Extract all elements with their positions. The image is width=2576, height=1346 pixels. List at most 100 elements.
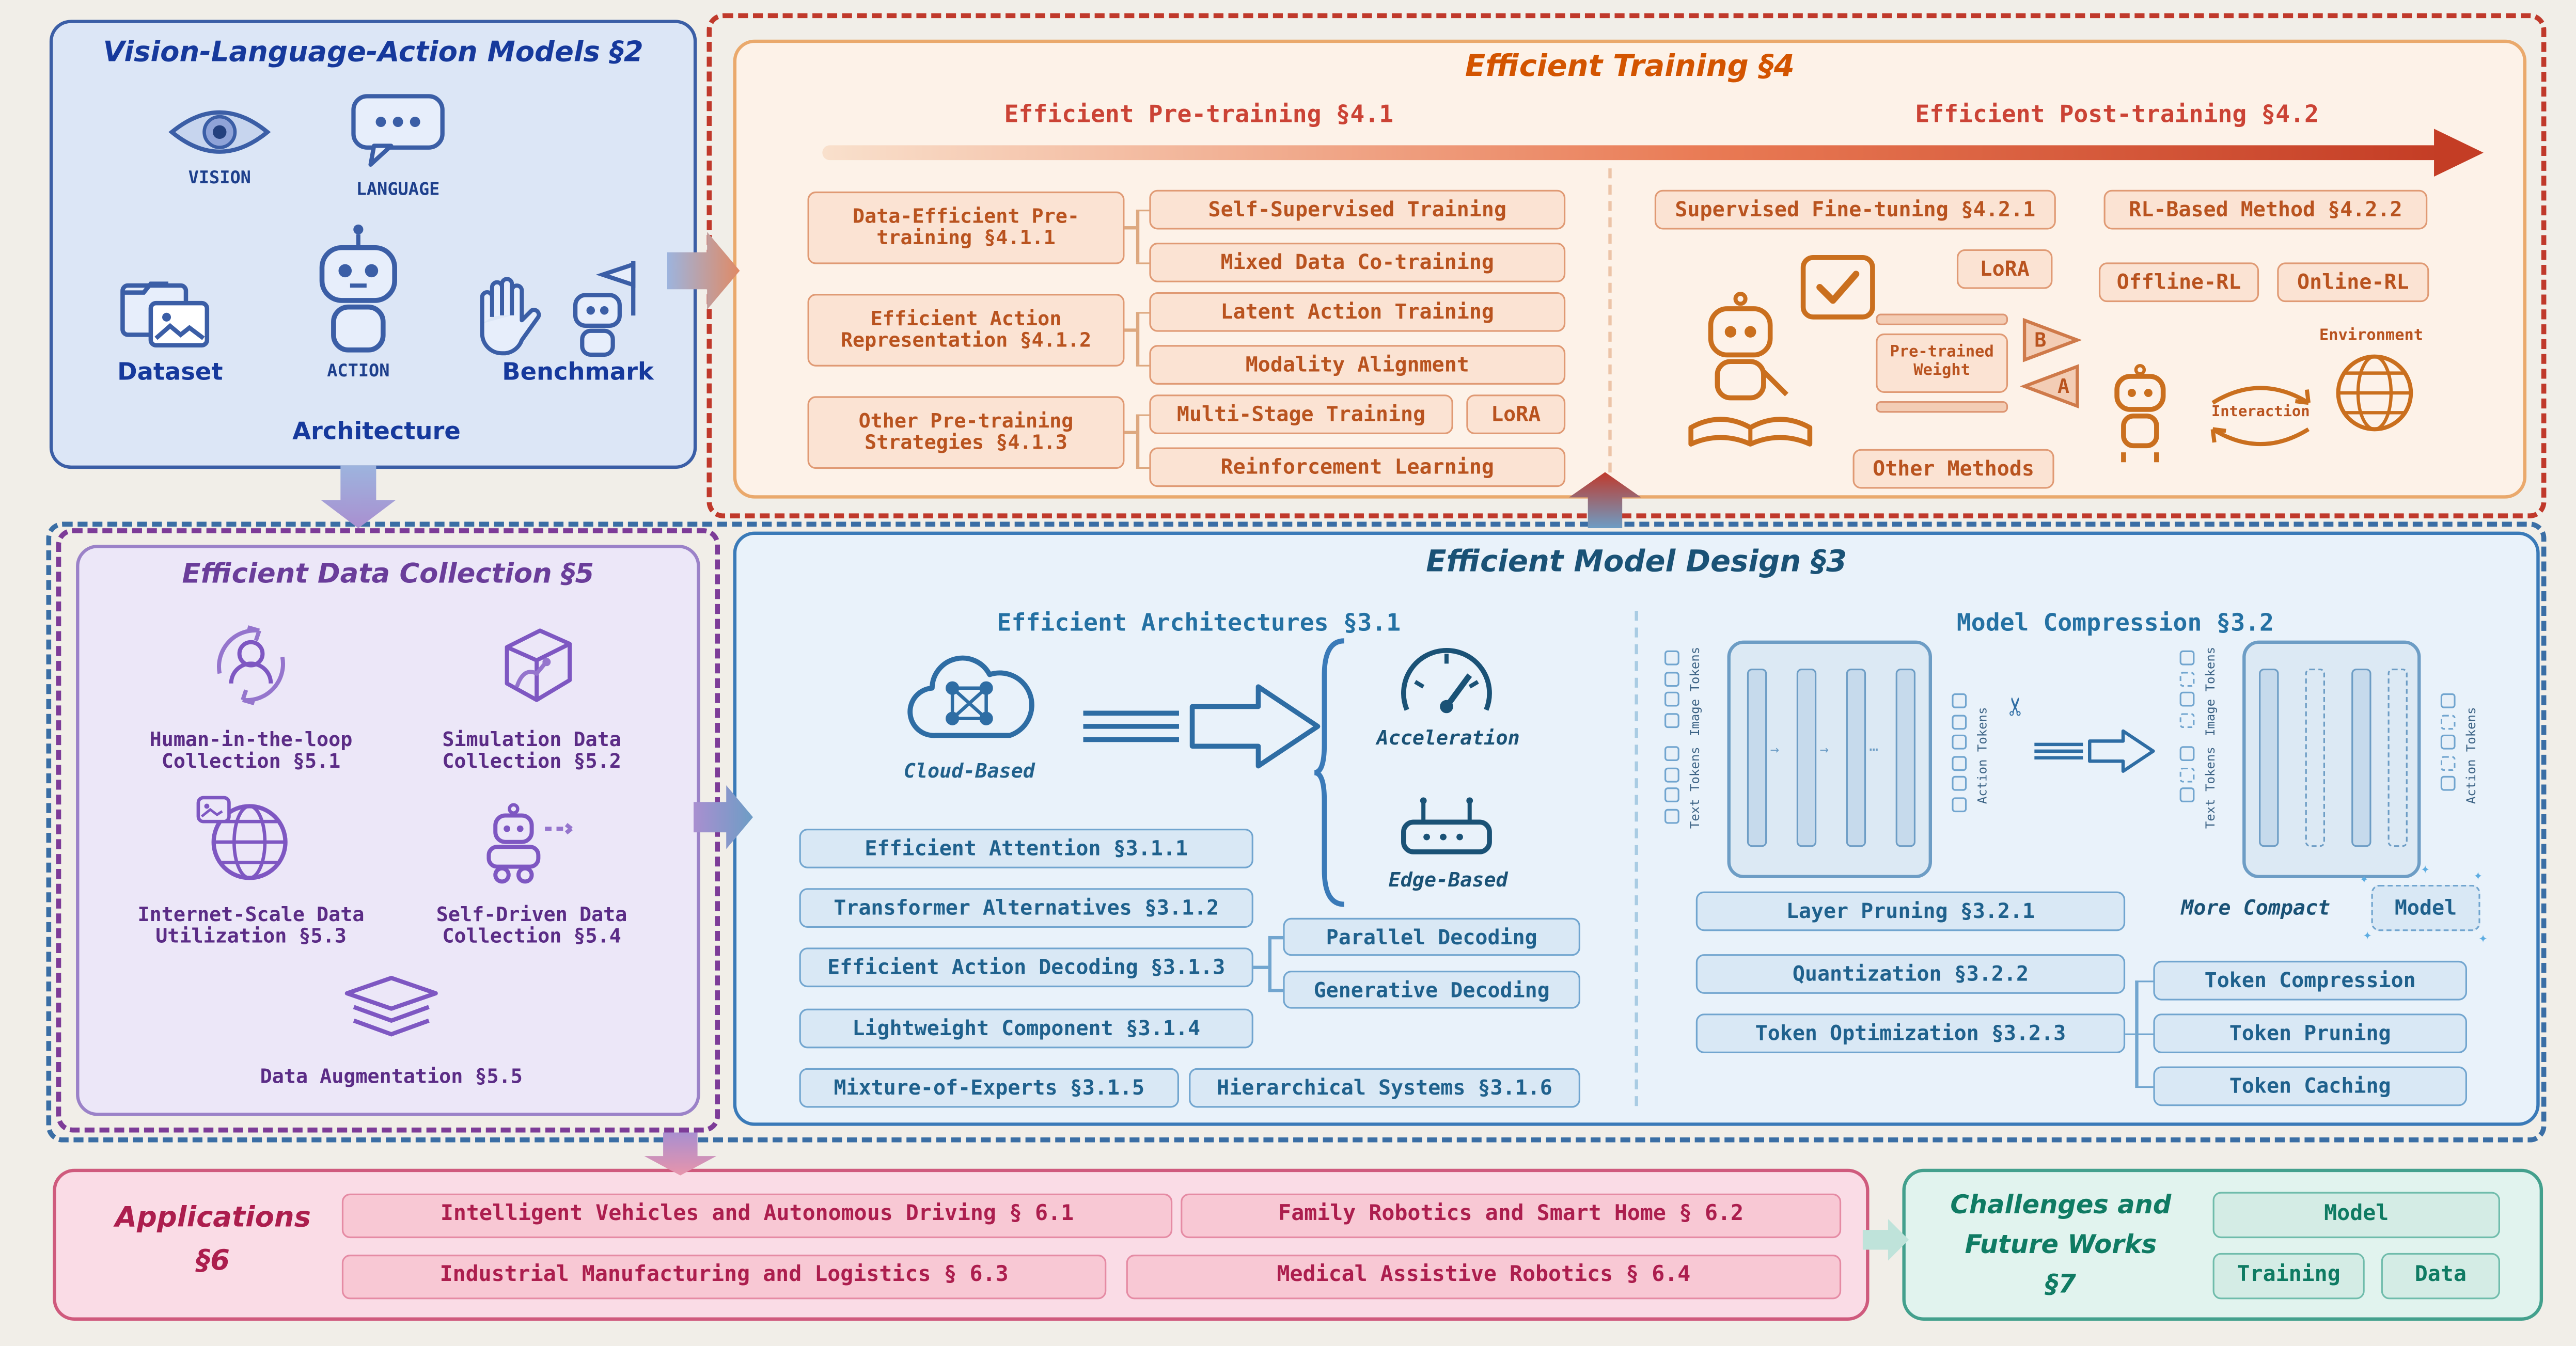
internet-globe-icon (196, 796, 288, 880)
training-panel: Efficient Training §4 Efficient Pre-trai… (733, 39, 2527, 505)
item-mixed-data-cotraining: Mixed Data Co-training (1149, 243, 1566, 282)
simulation-icon (505, 628, 572, 702)
vision-label: VISION (188, 168, 251, 188)
cloud-icon (907, 655, 1034, 738)
language-label: LANGUAGE (356, 180, 440, 200)
item-other-methods: Other Methods (1852, 449, 2054, 489)
training-divider (1608, 168, 1612, 505)
model-design-divider (1635, 611, 1638, 1106)
vla-title: Vision-Language-Action Models §2 (103, 36, 643, 70)
group-other-pretraining-strategies: Other Pre-training Strategies §4.1.3 (807, 396, 1125, 469)
label-data-augmentation: Data Augmentation §5.5 (260, 1065, 523, 1089)
connector (1124, 328, 1138, 331)
vla-panel: Vision-Language-Action Models §2 VISION … (49, 20, 697, 469)
item-medical-assistive: Medical Assistive Robotics § 6.4 (1126, 1255, 1842, 1300)
item-mixture-of-experts: Mixture-of-Experts §3.1.5 (799, 1068, 1179, 1108)
speed-arrow-icon (1083, 684, 1321, 769)
acceleration-gauge-icon (1401, 647, 1492, 714)
action-tokens-label: Action Tokens (1975, 707, 1990, 805)
token-square (2179, 787, 2195, 802)
text-tokens-label-compressed: Text Tokens (2203, 746, 2218, 829)
arrow-vla-to-data-collection (321, 465, 396, 529)
cloud-based-label: Cloud-Based (903, 759, 1035, 783)
model-design-title: Efficient Model Design §3 (1426, 545, 1847, 580)
connector (1136, 210, 1139, 263)
training-flow-arrow (822, 145, 2441, 161)
item-hierarchical-systems: Hierarchical Systems §3.1.6 (1189, 1068, 1580, 1108)
token-square-pruned (2179, 712, 2195, 727)
edge-based-label: Edge-Based (1388, 868, 1508, 892)
layer-slat (1895, 668, 1916, 847)
item-rl-based-method: RL-Based Method §4.2.2 (2103, 189, 2428, 230)
compress-arrow-icon (2034, 729, 2155, 773)
item-token-compression: Token Compression (2153, 960, 2467, 1001)
model-design-dashed-outline (46, 521, 2547, 1143)
token-square (2440, 775, 2456, 791)
layer-slat (1747, 668, 1767, 847)
item-challenge-data: Data (2381, 1253, 2500, 1300)
sparkle-icon: ✦ (2478, 931, 2488, 948)
image-tokens-label-compressed: Image Tokens (2203, 647, 2218, 737)
item-generative-decoding: Generative Decoding (1283, 971, 1580, 1009)
item-challenge-model: Model (2212, 1192, 2500, 1239)
transformer-block: → → ⋯ (1727, 640, 1933, 879)
layer-slat (2351, 668, 2371, 847)
compact-model-box: Model (2371, 884, 2480, 931)
token-square (1664, 767, 1679, 782)
connector (1268, 936, 1283, 939)
connector (1136, 414, 1139, 467)
flow-dots: → (1770, 742, 1779, 759)
text-token-squares (1664, 746, 1679, 823)
more-compact-label: More Compact (2181, 895, 2331, 920)
item-token-pruning: Token Pruning (2153, 1014, 2467, 1053)
token-square (2440, 693, 2456, 708)
weight-bar-top (1876, 313, 2008, 325)
edge-router-icon (1401, 797, 1492, 854)
robot-writing-icon (1688, 292, 1813, 447)
item-token-optimization: Token Optimization §3.2.3 (1695, 1014, 2126, 1053)
item-intelligent-vehicles: Intelligent Vehicles and Autonomous Driv… (341, 1193, 1173, 1239)
token-square (1952, 693, 1967, 708)
challenges-panel: Challenges and Future Works §7 Model Tra… (1902, 1168, 2543, 1321)
connector (1136, 311, 1150, 314)
token-square (1664, 671, 1679, 686)
action-label: ACTION (327, 361, 390, 382)
item-online-rl: Online-RL (2277, 262, 2429, 303)
scissors-icon: ✂ (1994, 696, 2035, 717)
item-lora-posttraining: LoRA (1956, 249, 2053, 289)
flow-dots: ⋯ (1869, 742, 1878, 759)
sparkle-icon: ✦ (2421, 862, 2430, 879)
token-square (1664, 712, 1679, 727)
model-design-panel: Efficient Model Design §3 Efficient Arch… (733, 531, 2540, 1126)
benchmark-robot-flag-icon (573, 261, 636, 357)
interaction-cycle-icon (2210, 386, 2311, 446)
token-square (1664, 808, 1679, 823)
data-collection-title: Efficient Data Collection §5 (182, 558, 594, 590)
acceleration-label: Acceleration (1376, 726, 1520, 750)
posttraining-title: Efficient Post-training §4.2 (1915, 102, 2319, 129)
sparkle-icon: ✦ (2473, 868, 2483, 885)
token-square (1952, 755, 1967, 770)
lora-a-label: A (2057, 375, 2069, 398)
image-token-squares-compressed (2179, 650, 2195, 727)
token-square-pruned (2440, 755, 2456, 770)
item-latent-action-training: Latent Action Training (1149, 292, 1566, 332)
item-challenge-training: Training (2212, 1253, 2365, 1300)
challenges-title: Challenges and Future Works §7 (1950, 1190, 2172, 1300)
item-transformer-alternatives: Transformer Alternatives §3.1.2 (799, 888, 1253, 928)
item-offline-rl: Offline-RL (2098, 262, 2259, 303)
architectures-title: Efficient Architectures §3.1 (997, 611, 1401, 638)
lora-adapter-icon: BA (2019, 318, 2082, 409)
training-flow-arrowhead (2434, 129, 2484, 177)
layer-slat-pruned (2305, 668, 2325, 847)
interaction-label: Interaction (2211, 404, 2310, 421)
label-human-in-the-loop: Human-in-the-loop Collection §5.1 (149, 727, 353, 773)
text-token-squares-compressed (2179, 746, 2195, 802)
token-square-pruned (2179, 767, 2195, 782)
training-title: Efficient Training §4 (1465, 49, 1795, 85)
layer-slat (1846, 668, 1866, 847)
token-square (2179, 691, 2195, 707)
speech-bubble-icon (351, 94, 445, 167)
transformer-block-compressed (2242, 640, 2421, 879)
